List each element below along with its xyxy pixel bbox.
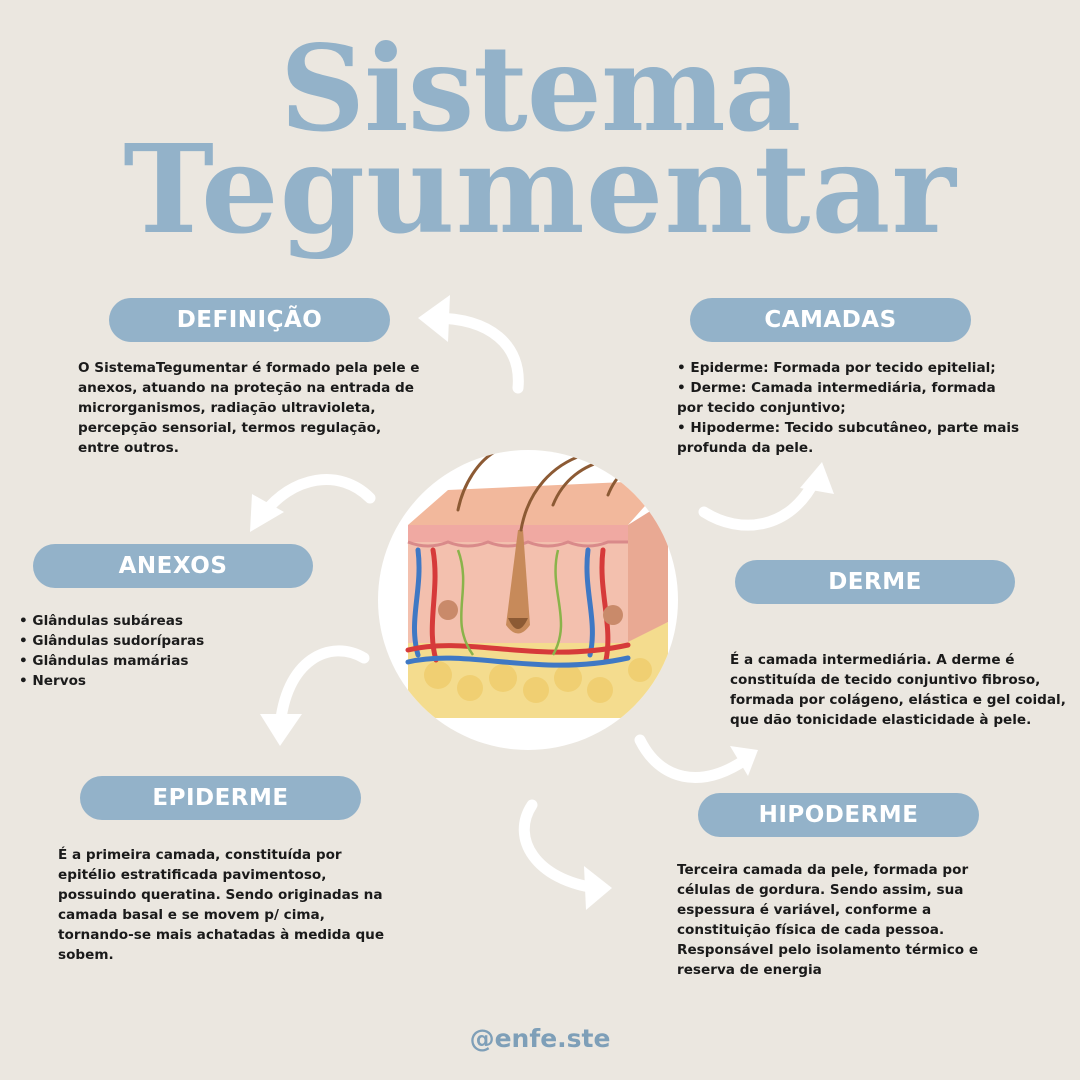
skin-diagram-illustration xyxy=(378,450,678,750)
definicao-line: entre outros. xyxy=(78,440,179,456)
curved-arrow-icon xyxy=(634,734,751,783)
curved-arrow-icon xyxy=(256,474,376,522)
derme-line: que dão tonicidade elasticidade à pele. xyxy=(730,712,1032,728)
hipoderme-text: Terceira camada da pele, formada por cél… xyxy=(677,860,978,980)
epiderme-line: sobem. xyxy=(58,947,114,963)
definicao-text: O SistemaTegumentar é formado pela pele … xyxy=(78,358,420,458)
curved-arrow-icon xyxy=(250,494,284,532)
epiderme-text: É a primeira camada, constituída por epi… xyxy=(58,845,384,965)
hipoderme-line: células de gordura. Sendo assim, sua xyxy=(677,882,964,898)
camadas-line: profunda da pele. xyxy=(677,440,814,456)
derme-line: É a camada intermediária. A derme é xyxy=(730,652,1015,668)
hipoderme-line: reserva de energia xyxy=(677,962,822,978)
curved-arrow-icon xyxy=(418,295,450,342)
epiderme-line: possuindo queratina. Sendo originadas na xyxy=(58,887,383,903)
camadas-line: • Derme: Camada intermediária, formada xyxy=(677,380,996,396)
derme-text: É a camada intermediária. A derme é cons… xyxy=(730,650,1066,730)
epiderme-line: É a primeira camada, constituída por xyxy=(58,847,342,863)
camadas-text: • Epiderme: Formada por tecido epitelial… xyxy=(677,358,1019,458)
hipoderme-label: HIPODERME xyxy=(698,793,979,837)
title-line-1: Sistema xyxy=(279,19,801,158)
list-item: Nervos xyxy=(19,671,204,691)
list-item: Glândulas subáreas xyxy=(19,611,204,631)
curved-arrow-icon xyxy=(518,799,602,894)
epiderme-line: camada basal e se movem p/ cima, xyxy=(58,907,325,923)
definicao-line: percepção sensorial, termos regulação, xyxy=(78,420,382,436)
camadas-line: • Hipoderme: Tecido subcutâneo, parte ma… xyxy=(677,420,1020,436)
curved-arrow-icon xyxy=(800,462,834,494)
derme-line: formada por colágeno, elástica e gel coi… xyxy=(730,692,1066,708)
definicao-line: microrganismos, radiação ultravioleta, xyxy=(78,400,376,416)
social-handle: @enfe.ste xyxy=(469,1024,611,1053)
epiderme-line: tornando-se mais achatadas à medida que xyxy=(58,927,385,943)
definicao-label: DEFINIÇÃO xyxy=(109,298,390,342)
epiderme-label: EPIDERME xyxy=(80,776,361,820)
hipoderme-line: Responsável pelo isolamento térmico e xyxy=(677,942,979,958)
derme-line: constituída de tecido conjuntivo fibroso… xyxy=(730,672,1041,688)
hipoderme-line: espessura é variável, conforme a xyxy=(677,902,932,918)
camadas-line: por tecido conjuntivo; xyxy=(677,400,846,416)
definicao-line: anexos, atuando na proteção na entrada d… xyxy=(78,380,414,396)
camadas-line: • Epiderme: Formada por tecido epitelial… xyxy=(677,360,996,376)
anexos-list: Glândulas subáreas Glândulas sudoríparas… xyxy=(19,611,204,691)
epiderme-line: epitélio estratificada pavimentoso, xyxy=(58,867,327,883)
curved-arrow-icon xyxy=(260,714,302,746)
curved-arrow-icon xyxy=(730,746,758,776)
list-item: Glândulas mamárias xyxy=(19,651,204,671)
camadas-label: CAMADAS xyxy=(690,298,971,342)
curved-arrow-icon xyxy=(584,866,612,910)
derme-label: DERME xyxy=(735,560,1015,604)
hipoderme-line: constituição física de cada pessoa. xyxy=(677,922,945,938)
curved-arrow-icon xyxy=(698,474,821,531)
anexos-label: ANEXOS xyxy=(33,544,313,588)
title-line-2: Tegumentar xyxy=(123,117,957,261)
curved-arrow-icon xyxy=(274,645,370,734)
definicao-line: O SistemaTegumentar é formado pela pele … xyxy=(78,360,420,376)
list-item: Glândulas sudoríparas xyxy=(19,631,204,651)
hipoderme-line: Terceira camada da pele, formada por xyxy=(677,862,969,878)
curved-arrow-icon xyxy=(428,312,524,394)
